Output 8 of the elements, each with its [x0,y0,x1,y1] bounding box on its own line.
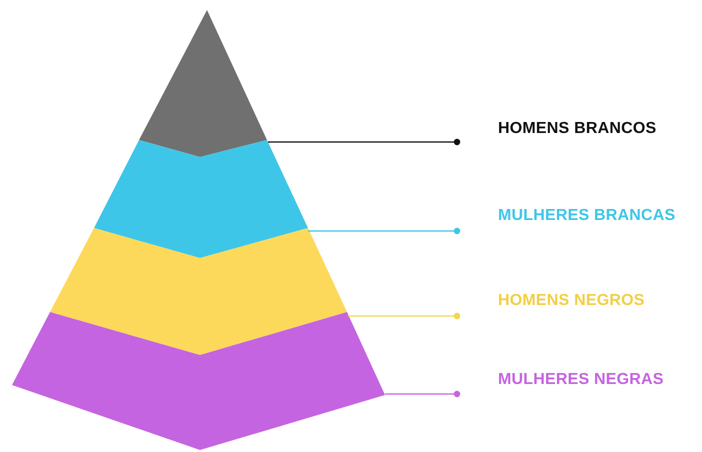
leader-line [308,228,460,234]
leader-line [268,138,460,146]
layer-label: HOMENS NEGROS [498,292,645,310]
layer-label: MULHERES BRANCAS [498,207,676,225]
layer-label: HOMENS BRANCOS [498,120,656,138]
leader-line [348,312,460,320]
layer-label: MULHERES NEGRAS [498,371,664,389]
leader-line [385,390,460,398]
